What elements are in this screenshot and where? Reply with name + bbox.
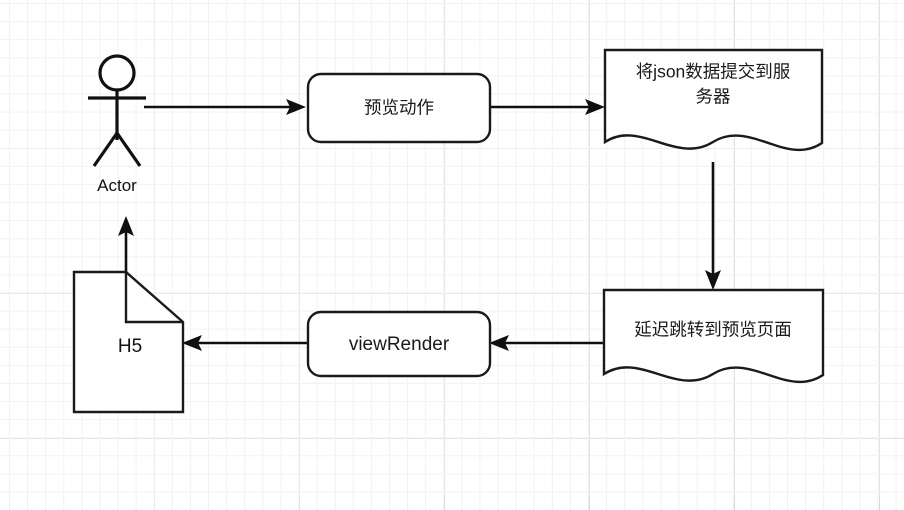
actor-leg-left-icon	[92, 132, 119, 167]
h5-fold-corner-icon	[124, 272, 183, 324]
node-view-render[interactable]: viewRender	[306, 310, 492, 378]
edge-viewrender-h5[interactable]	[182, 335, 308, 351]
arrow-head-right	[585, 99, 605, 115]
node-submit-json[interactable]: 将json数据提交到服 务器	[603, 48, 824, 152]
preview-action-label: 预览动作	[364, 98, 434, 118]
view-render-box	[306, 310, 492, 378]
edge-h5-actor[interactable]	[118, 216, 134, 272]
delay-redirect-label: 延迟跳转到预览页面	[634, 320, 792, 340]
node-preview-action[interactable]: 预览动作	[306, 72, 492, 144]
edge-actor-preview[interactable]	[144, 99, 306, 115]
edge-delay-viewrender[interactable]	[489, 335, 604, 351]
edge-preview-submit[interactable]	[490, 99, 605, 115]
submit-json-label-line1: 将json数据提交到服	[636, 62, 791, 82]
preview-action-box	[306, 72, 492, 144]
submit-json-label-line2: 务器	[696, 87, 731, 107]
node-actor[interactable]: Actor	[88, 54, 146, 195]
arrow-head-left	[182, 335, 202, 351]
h5-note-shape	[72, 270, 185, 414]
arrow-head-left	[489, 335, 509, 351]
node-h5-page[interactable]: H5	[72, 270, 185, 414]
arrow-head-down	[705, 270, 721, 290]
delay-redirect-document-shape	[602, 288, 825, 384]
arrow-head-up	[118, 216, 134, 236]
edge-submit-delay[interactable]	[705, 162, 721, 290]
actor-head-icon	[98, 54, 136, 92]
arrow-head-right	[286, 99, 306, 115]
actor-leg-right-icon	[115, 132, 142, 167]
grid-footer-strip	[0, 497, 904, 510]
submit-json-document-shape	[603, 48, 824, 152]
view-render-label: viewRender	[349, 334, 450, 355]
actor-label: Actor	[97, 176, 137, 195]
h5-label: H5	[118, 336, 142, 357]
node-delay-redirect[interactable]: 延迟跳转到预览页面	[602, 288, 825, 384]
